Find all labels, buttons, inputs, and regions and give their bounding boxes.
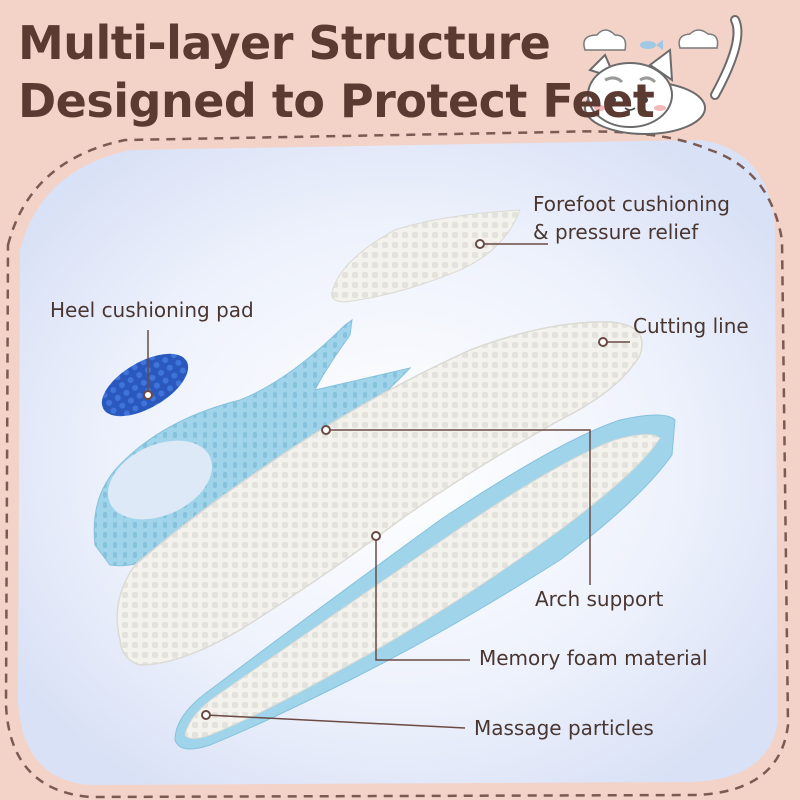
massage-particles-label: Massage particles	[474, 716, 654, 740]
fish-icon	[640, 40, 663, 50]
base-layer-top	[184, 434, 661, 739]
page-title: Multi-layer Structure Designed to Protec…	[18, 14, 655, 130]
forefoot-label-line-1: Forefoot cushioning	[533, 192, 730, 216]
arch-support-label: Arch support	[535, 587, 664, 611]
cutting-line-label: Cutting line	[633, 314, 749, 338]
main-insole	[116, 321, 643, 666]
title-line-2: Designed to Protect Feet	[18, 74, 655, 128]
heel-pad-label: Heel cushioning pad	[50, 298, 254, 322]
cat-illustration-icon	[584, 15, 743, 135]
memory-foam-label: Memory foam material	[479, 646, 708, 670]
dashed-border	[4, 130, 790, 799]
forefoot-cushion-pad	[331, 209, 521, 303]
leader-lines	[147, 243, 630, 729]
forefoot-label: Forefoot cushioning & pressure relief	[533, 190, 730, 246]
heel-cushion-pad	[101, 353, 189, 417]
cloud-icon	[583, 29, 719, 51]
arch-hole	[108, 440, 212, 520]
forefoot-label-line-2: & pressure relief	[533, 220, 699, 244]
leader-dots	[143, 239, 608, 720]
title-line-1: Multi-layer Structure	[18, 16, 551, 70]
